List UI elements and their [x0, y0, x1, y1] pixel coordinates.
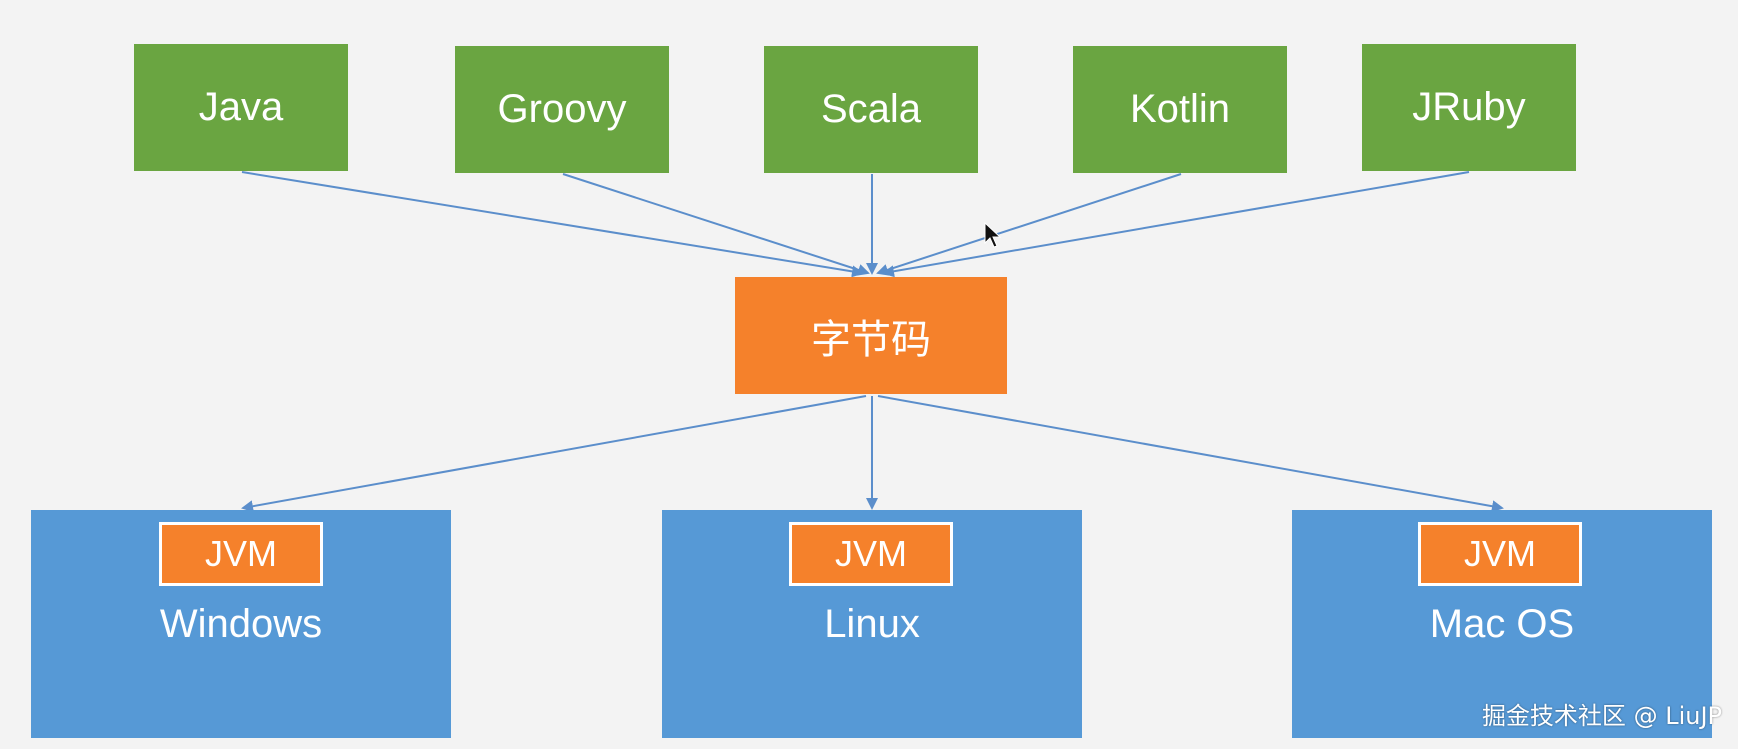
platform-box-windows: JVM Windows — [31, 510, 451, 738]
os-label-linux: Linux — [824, 602, 920, 646]
language-box-kotlin: Kotlin — [1073, 46, 1287, 173]
edge-groovy-to-bytecode — [562, 173, 870, 276]
language-box-java: Java — [134, 44, 348, 171]
language-box-groovy: Groovy — [455, 46, 669, 173]
edge-kotlin-to-bytecode — [876, 173, 1182, 276]
jvm-label-linux: JVM — [835, 533, 907, 574]
language-label-scala: Scala — [820, 87, 922, 131]
jvm-box-macos: JVM — [1418, 522, 1582, 586]
language-label-kotlin: Kotlin — [1129, 87, 1231, 131]
language-box-scala: Scala — [764, 46, 978, 173]
platform-box-linux: JVM Linux — [662, 510, 1082, 738]
bytecode-label: 字节码 — [811, 316, 931, 363]
edge-jruby-to-bytecode — [882, 171, 1470, 278]
edge-java-to-bytecode — [241, 171, 864, 278]
jvm-box-windows: JVM — [159, 522, 323, 586]
language-label-java: Java — [198, 85, 284, 129]
jvm-label-windows: JVM — [205, 533, 277, 574]
language-box-jruby: JRuby — [1362, 44, 1576, 171]
watermark: 掘金技术社区 @ LiuJP — [1481, 702, 1722, 730]
edge-bytecode-to-windows — [241, 395, 867, 513]
os-label-windows: Windows — [159, 602, 323, 646]
edge-bytecode-to-macos — [877, 395, 1504, 513]
jvm-box-linux: JVM — [789, 522, 953, 586]
mouse-cursor-icon — [984, 222, 1002, 248]
language-label-groovy: Groovy — [497, 87, 627, 131]
bytecode-box: 字节码 — [735, 277, 1007, 394]
os-label-macos: Mac OS — [1429, 602, 1575, 646]
jvm-label-macos: JVM — [1464, 533, 1536, 574]
language-label-jruby: JRuby — [1412, 85, 1526, 129]
platform-box-macos: JVM Mac OS — [1292, 510, 1712, 738]
